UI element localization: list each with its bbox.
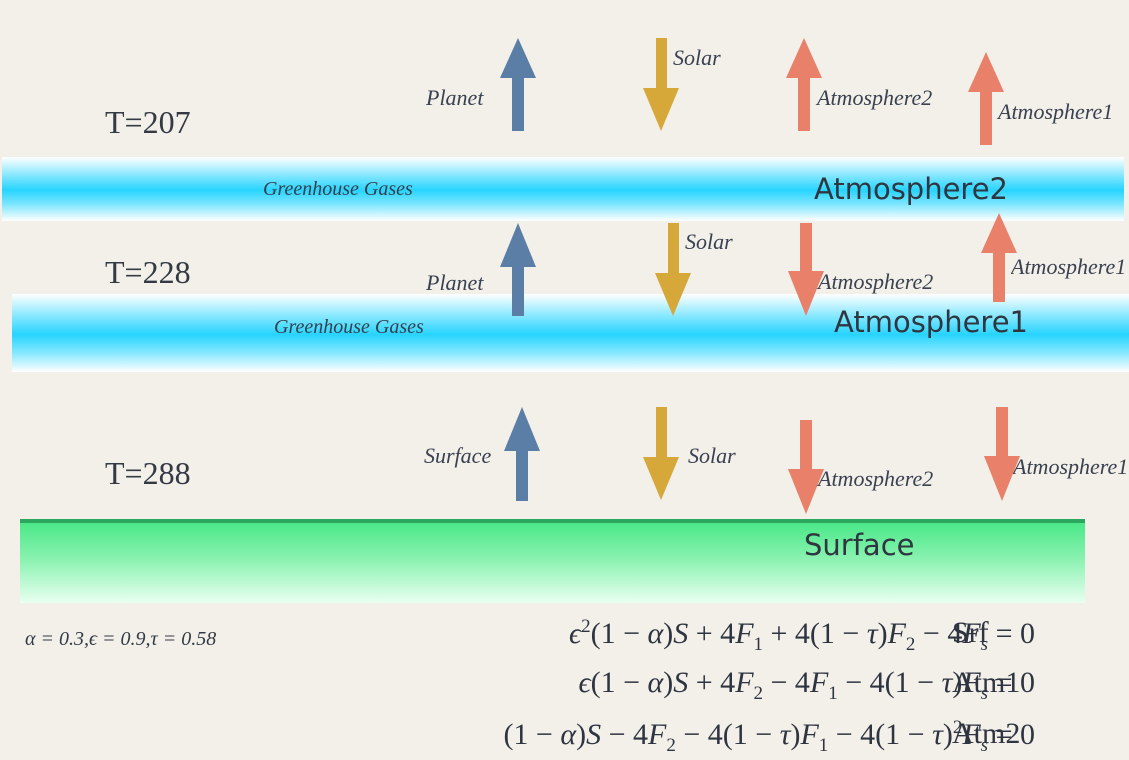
solar-down-arrow-middle [655,223,691,316]
flux-label-planet-top: Planet [426,85,484,110]
atm2-up-arrow-top [786,38,822,131]
surface-up-arrow-bottom [504,407,540,501]
layer-name-atmosphere1: Atmosphere1 [834,305,1029,339]
atmosphere1-band [12,294,1129,372]
equation-atmosphere1: ϵ(1 − α)S + 4F2 − 4F1 − 4(1 − τ)Fs = 0 [578,666,1036,704]
flux-label-atm2-top: Atmosphere2 [817,85,933,110]
flux-label-atm2-middle: Atmosphere2 [818,269,934,294]
temperature-atmosphere1: T=228 [105,254,191,290]
planet-up-arrow-middle [500,223,536,316]
greenhouse-gases-label-atmosphere1: Greenhouse Gases [274,316,424,338]
equation-label-atmosphere2: Atm2 [952,717,1021,750]
temperature-atmosphere2: T=207 [105,104,191,140]
flux-label-planet-middle: Planet [426,270,484,295]
flux-label-atm1-bottom: Atmosphere1 [1013,454,1129,479]
equation-label-atmosphere1: Atm1 [952,666,1021,699]
atm2-down-arrow-middle [788,223,824,316]
atm1-up-arrow-middle [981,213,1017,302]
flux-label-solar-middle: Solar [685,229,733,254]
equation-surface: ϵ2(1 − α)S + 4F1 + 4(1 − τ)F2 − 4Fs = 0 [569,616,1035,655]
flux-label-solar-bottom: Solar [688,443,736,468]
atmosphere2-band [2,157,1124,221]
greenhouse-gases-label-atmosphere2: Greenhouse Gases [263,178,413,200]
flux-label-surface-bottom: Surface [424,443,492,468]
atm1-down-arrow-bottom [984,407,1020,501]
temperature-surface: T=288 [105,455,191,491]
equation-atmosphere2: (1 − α)S − 4F2 − 4(1 − τ)F1 − 4(1 − τ)2F… [503,717,1035,756]
flux-label-atm1-middle: Atmosphere1 [1011,254,1127,279]
planet-up-arrow-top [500,38,536,131]
flux-label-atm2-bottom: Atmosphere2 [818,466,934,491]
parameter-values: α = 0.3,ϵ = 0.9,τ = 0.58 [25,628,217,650]
layer-name-surface: Surface [804,528,915,562]
solar-down-arrow-bottom [643,407,679,500]
solar-down-arrow-top [643,38,679,131]
layer-name-atmosphere2: Atmosphere2 [814,172,1009,206]
surface-band [20,519,1085,603]
equation-label-surface: Srf [952,616,989,649]
flux-label-solar-top: Solar [673,45,721,70]
flux-label-atm1-top: Atmosphere1 [998,99,1114,124]
atm1-up-arrow-top [968,52,1004,145]
atm2-down-arrow-bottom [788,420,824,514]
